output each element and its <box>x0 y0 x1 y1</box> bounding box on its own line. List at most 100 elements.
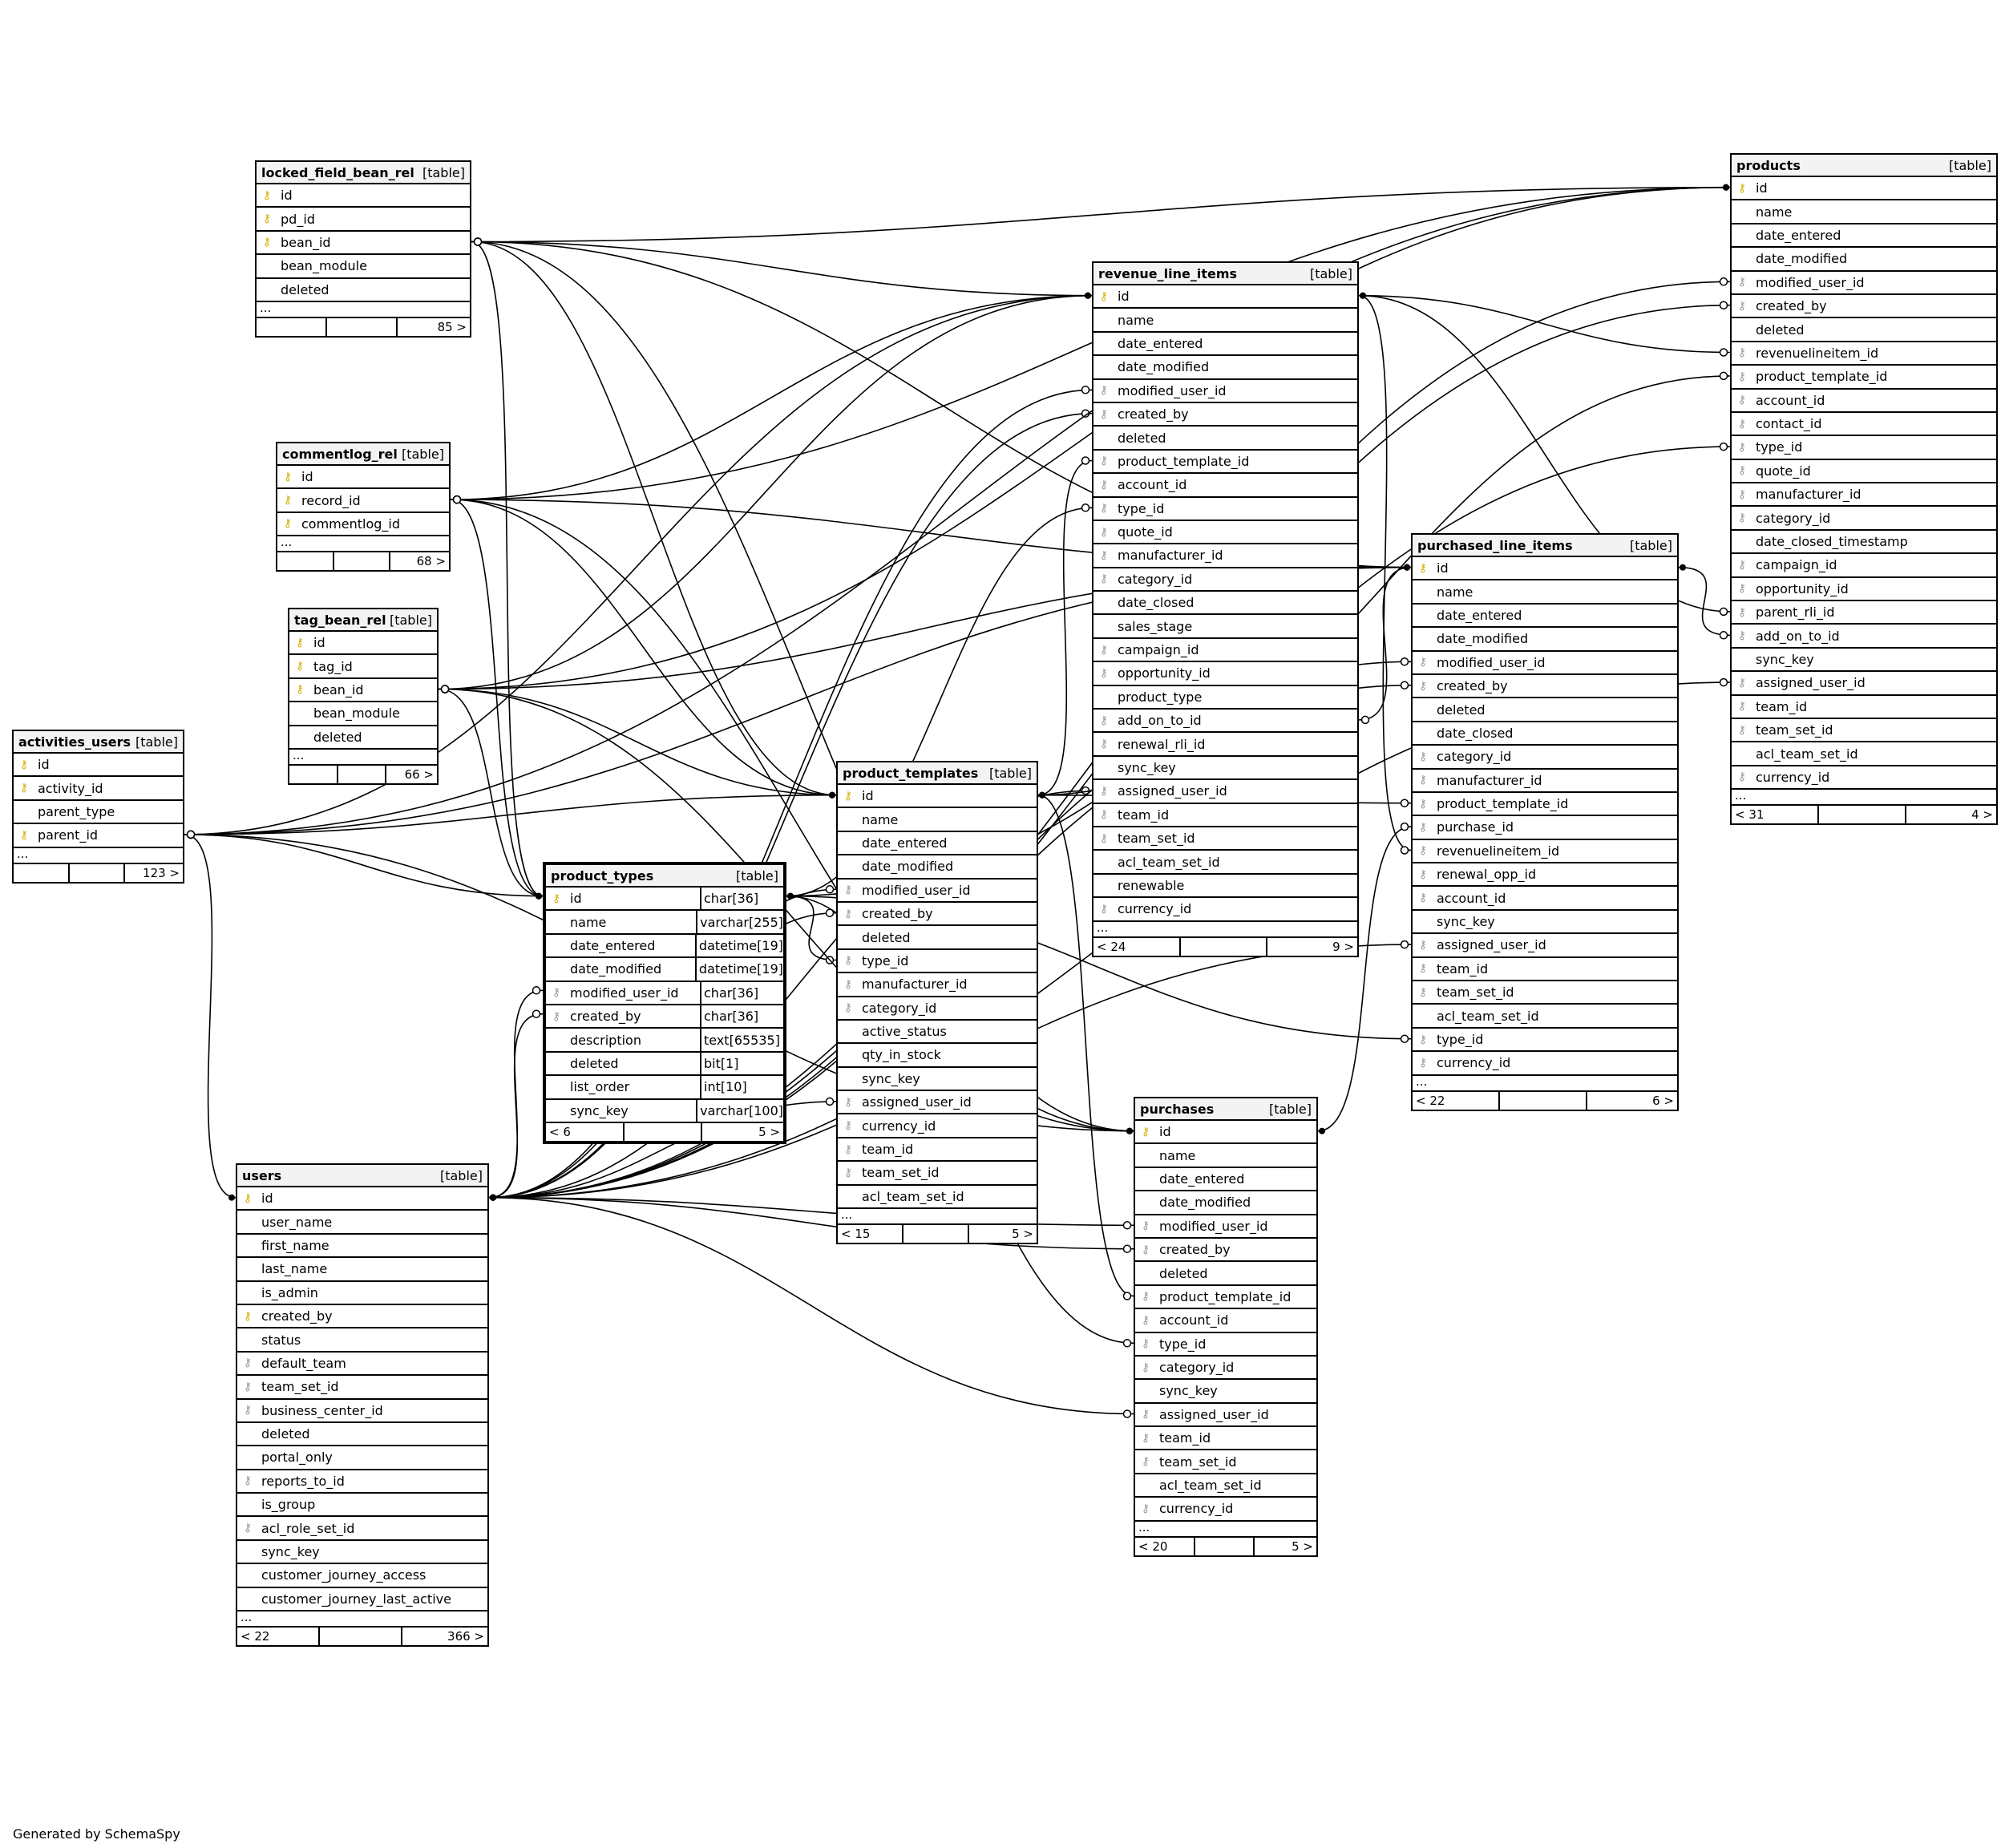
column-name[interactable]: account_id <box>1118 477 1187 493</box>
column-row[interactable]: bean_module <box>289 702 437 726</box>
column-name[interactable]: portal_only <box>261 1450 333 1466</box>
column-row[interactable]: ⚷currency_id <box>1093 898 1357 922</box>
column-name[interactable]: created_by <box>261 1308 333 1324</box>
column-row[interactable]: acl_team_set_id <box>1093 851 1357 875</box>
column-row[interactable]: ⚷contact_id <box>1732 413 1996 437</box>
column-name[interactable]: sync_key <box>1756 652 1814 667</box>
table-header[interactable]: purchased_line_items[table] <box>1413 535 1677 557</box>
column-name[interactable]: revenuelineitem_id <box>1437 843 1560 859</box>
column-name[interactable]: created_by <box>1756 298 1827 314</box>
column-row[interactable]: acl_team_set_id <box>1732 742 1996 766</box>
column-row[interactable]: ⚷account_id <box>1135 1309 1316 1333</box>
column-name[interactable]: acl_team_set_id <box>1756 746 1858 762</box>
column-row[interactable]: ⚷product_template_id <box>1732 366 1996 390</box>
column-name[interactable]: created_by <box>570 1009 641 1025</box>
column-row[interactable]: product_type <box>1093 686 1357 710</box>
table-name[interactable]: purchases <box>1140 1101 1215 1117</box>
column-name[interactable]: last_name <box>261 1261 328 1277</box>
column-name[interactable]: sync_key <box>1118 760 1176 775</box>
column-row[interactable]: ⚷commentlog_id <box>277 513 449 537</box>
column-row[interactable]: ⚷type_id <box>838 950 1037 974</box>
table-name[interactable]: activities_users <box>18 734 131 750</box>
column-name[interactable]: team_set_id <box>1756 722 1833 738</box>
column-name[interactable]: commentlog_id <box>301 516 401 532</box>
column-name[interactable]: id <box>281 188 293 204</box>
column-name[interactable]: bean_module <box>281 258 367 274</box>
column-name[interactable]: team_set_id <box>1118 831 1195 847</box>
column-row[interactable]: ⚷modified_user_id <box>1732 272 1996 295</box>
column-name[interactable]: team_set_id <box>862 1165 940 1181</box>
column-row[interactable]: deleted <box>237 1423 487 1447</box>
column-row[interactable]: ⚷created_by <box>1413 675 1677 699</box>
child-count[interactable]: 6 > <box>1652 1093 1674 1108</box>
column-name[interactable]: id <box>38 757 50 773</box>
column-row[interactable]: ⚷modified_user_id <box>1093 380 1357 403</box>
column-name[interactable]: date_modified <box>1756 251 1848 267</box>
column-name[interactable]: name <box>1756 204 1793 220</box>
column-name[interactable]: created_by <box>862 906 933 922</box>
column-name[interactable]: modified_user_id <box>1756 274 1865 290</box>
column-row[interactable]: is_admin <box>237 1282 487 1305</box>
column-row[interactable]: name <box>1732 200 1996 224</box>
column-row[interactable]: deleted <box>838 926 1037 950</box>
column-row[interactable]: ⚷assigned_user_id <box>1413 934 1677 958</box>
column-name[interactable]: modified_user_id <box>1159 1218 1268 1234</box>
column-name[interactable]: list_order <box>570 1079 630 1095</box>
column-name[interactable]: acl_team_set_id <box>1437 1008 1539 1024</box>
table-name[interactable]: commentlog_rel <box>282 446 398 462</box>
table-name[interactable]: users <box>242 1167 282 1183</box>
column-name[interactable]: acl_team_set_id <box>1159 1478 1262 1494</box>
parent-count[interactable]: < 22 <box>1413 1091 1500 1110</box>
column-row[interactable]: ⚷revenuelineitem_id <box>1413 840 1677 864</box>
column-name[interactable]: assigned_user_id <box>1756 675 1866 691</box>
column-name[interactable]: team_set_id <box>261 1379 339 1395</box>
column-name[interactable]: product_type <box>1118 689 1203 705</box>
column-name[interactable]: customer_journey_last_active <box>261 1591 451 1607</box>
column-row[interactable]: date_entered <box>1413 605 1677 629</box>
column-name[interactable]: date_entered <box>862 835 948 851</box>
column-name[interactable]: manufacturer_id <box>1118 548 1223 564</box>
column-row[interactable]: sales_stage <box>1093 615 1357 639</box>
column-row[interactable]: ⚷type_id <box>1732 436 1996 460</box>
column-row[interactable]: customer_journey_access <box>237 1564 487 1588</box>
column-row[interactable]: last_name <box>237 1258 487 1282</box>
parent-count[interactable]: < 15 <box>838 1225 903 1243</box>
column-name[interactable]: date_modified <box>862 859 954 875</box>
column-name[interactable]: category_id <box>1159 1360 1235 1376</box>
column-row[interactable]: name <box>1135 1144 1316 1168</box>
column-row[interactable]: date_modified <box>838 855 1037 880</box>
parent-count[interactable]: < 24 <box>1093 937 1181 956</box>
column-name[interactable]: deleted <box>313 729 362 745</box>
column-row[interactable]: ⚷revenuelineitem_id <box>1732 342 1996 366</box>
column-row[interactable]: ⚷account_id <box>1413 887 1677 911</box>
column-name[interactable]: date_entered <box>1756 227 1841 243</box>
column-name[interactable]: quote_id <box>1756 463 1811 479</box>
column-name[interactable]: status <box>261 1332 301 1348</box>
column-row[interactable]: ⚷type_id <box>1135 1333 1316 1357</box>
column-row[interactable]: date_entered <box>1093 333 1357 357</box>
column-row[interactable]: sync_key <box>1732 649 1996 673</box>
column-row[interactable]: ⚷assigned_user_id <box>1732 672 1996 696</box>
column-row[interactable]: ⚷team_set_id <box>1135 1450 1316 1474</box>
column-row[interactable]: ⚷renewal_rli_id <box>1093 733 1357 757</box>
column-name[interactable]: is_group <box>261 1497 316 1513</box>
child-count[interactable]: 66 > <box>404 766 434 782</box>
column-name[interactable]: parent_type <box>38 803 115 819</box>
column-row[interactable]: ⚷campaign_id <box>1093 639 1357 663</box>
column-name[interactable]: add_on_to_id <box>1118 713 1202 729</box>
column-row[interactable]: acl_team_set_id <box>1413 1005 1677 1029</box>
column-row[interactable]: date_modified <box>1413 628 1677 652</box>
column-name[interactable]: acl_team_set_id <box>1118 854 1220 870</box>
table-commentlog-rel[interactable]: commentlog_rel[table]⚷id⚷record_id⚷comme… <box>276 442 451 572</box>
column-name[interactable]: category_id <box>862 1000 937 1016</box>
column-row[interactable]: ⚷parent_rli_id <box>1732 601 1996 625</box>
column-row[interactable]: ⚷account_id <box>1732 390 1996 413</box>
column-row[interactable]: date_modified <box>1135 1191 1316 1215</box>
column-name[interactable]: contact_id <box>1756 416 1822 432</box>
